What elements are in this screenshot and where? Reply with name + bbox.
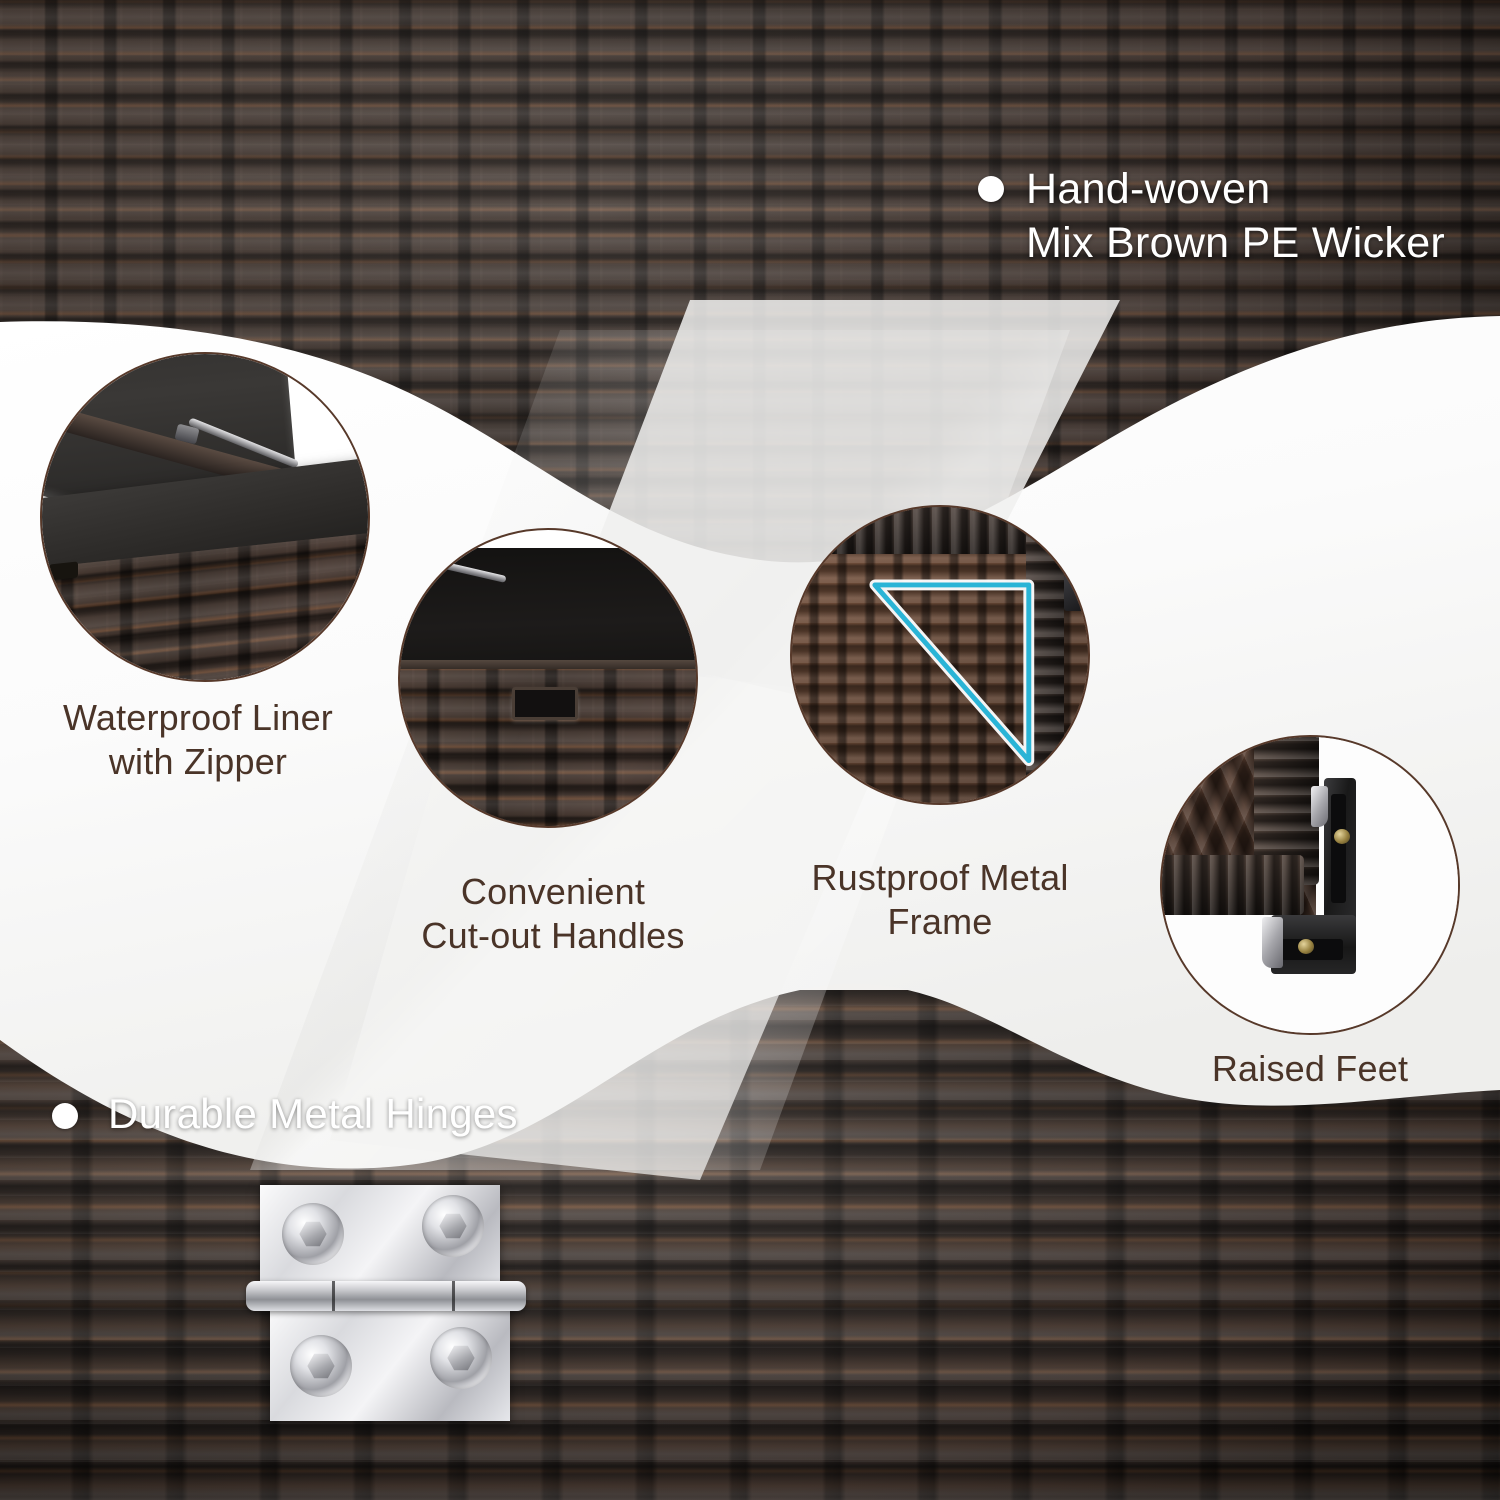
circle-metal-frame — [790, 505, 1090, 805]
foot-slot-vertical — [1331, 794, 1347, 904]
bullet-metal-hinges — [52, 1103, 78, 1129]
foot-screw-lower — [1298, 939, 1315, 955]
callout-metal-hinges: Durable Metal Hinges — [108, 1090, 518, 1137]
hinge-knuckle-seam-1 — [332, 1281, 335, 1311]
foot-screw-upper — [1333, 829, 1350, 845]
metal-frame-highlight-triangle — [869, 579, 1035, 766]
circle-waterproof-liner — [40, 352, 370, 682]
handle-circle-wicker — [400, 669, 696, 826]
hinge-bolt-bottom-right — [430, 1327, 492, 1389]
butterfly-hinge — [238, 1185, 538, 1425]
hinge-bolt-top-right — [422, 1195, 484, 1257]
chrome-bracket-upper — [1311, 786, 1329, 828]
frame-screw-upper — [1064, 534, 1078, 548]
box-rim-lip — [400, 660, 696, 673]
liner-cutout-handle — [48, 561, 78, 581]
callout-hand-woven: Hand-woven Mix Brown PE Wicker — [1026, 165, 1446, 267]
frame-bracket-upper — [1052, 524, 1086, 558]
callout-raised-feet: Raised Feet — [1211, 1048, 1409, 1089]
circle-raised-feet — [1160, 735, 1460, 1035]
chrome-bracket-lower — [1262, 917, 1284, 968]
callout-waterproof-liner: Waterproof Liner with Zipper — [63, 697, 333, 782]
hinge-bolt-bottom-left — [290, 1335, 352, 1397]
raised-foot-assembly — [1262, 778, 1376, 974]
circle-cutout-handle — [398, 528, 698, 828]
hinge-pin-barrel — [246, 1281, 526, 1311]
bullet-hand-woven — [978, 176, 1004, 202]
bottom-rail-wicker — [1162, 855, 1305, 915]
frame-bracket-lower — [1064, 575, 1088, 611]
frame-screw-lower — [1075, 585, 1088, 599]
hinge-bolt-top-left — [282, 1203, 344, 1265]
cut-out-handle — [512, 686, 578, 720]
hinge-knuckle-seam-2 — [452, 1281, 455, 1311]
callout-metal-frame: Rustproof Metal Frame — [811, 857, 1069, 942]
callout-cutout-handles: Convenient Cut-out Handles — [421, 871, 685, 956]
